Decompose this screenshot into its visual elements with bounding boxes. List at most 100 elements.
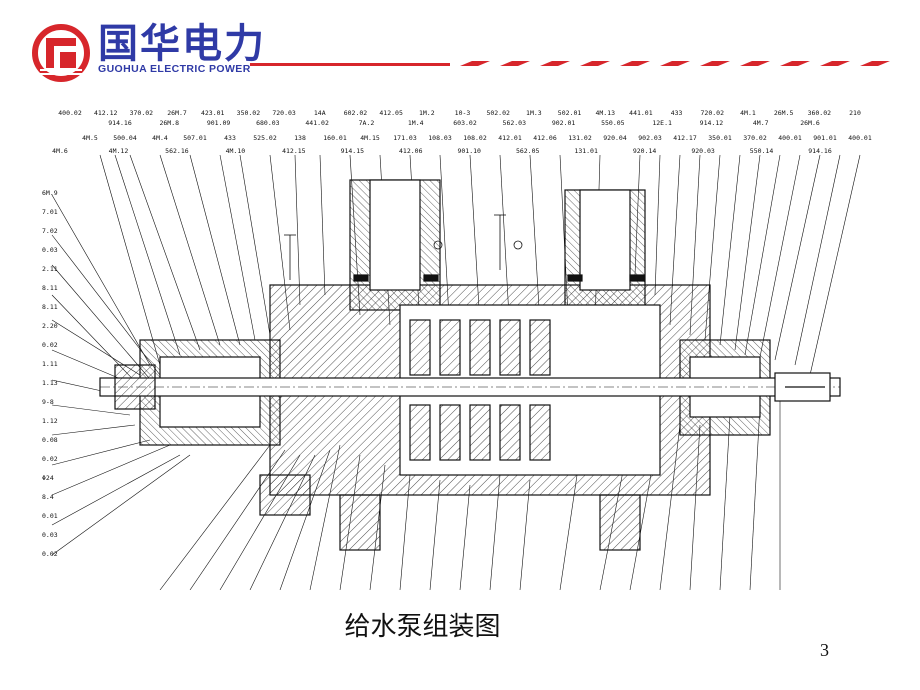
callout-label: 210 — [849, 109, 861, 117]
callout-label: 914.12 — [700, 119, 724, 127]
callout-label: 412.01 — [498, 134, 522, 142]
callout-label: 502.01 — [558, 109, 582, 117]
callout-label: 8.11 — [42, 303, 58, 311]
callout-label: 4M.6 — [52, 147, 68, 155]
callout-label: 14A — [314, 109, 326, 117]
callout-label: 370.02 — [130, 109, 154, 117]
callout-label: 4M.1 — [740, 109, 756, 117]
callout-label: 500.04 — [113, 134, 137, 142]
callout-label: 8.4 — [42, 493, 54, 501]
callout-label: 441.02 — [305, 119, 329, 127]
callout-label: 1.12 — [42, 417, 58, 425]
callout-label: 9-8 — [42, 398, 54, 406]
callout-label: 0.08 — [42, 436, 58, 444]
callout-label: 412.17 — [673, 134, 697, 142]
callout-label: 7.02 — [42, 227, 58, 235]
callout-label: 0.02 — [42, 550, 58, 558]
callout-label: 920.03 — [691, 147, 715, 155]
brand-name-cn: 国华电力 — [98, 21, 266, 67]
callout-label: 4M.10 — [226, 147, 246, 155]
callout-label: 0.03 — [42, 246, 58, 254]
callout-label: 901.01 — [813, 134, 837, 142]
callout-label: 108.02 — [463, 134, 487, 142]
callout-label: 502.02 — [486, 109, 510, 117]
callout-label: 507.01 — [183, 134, 207, 142]
callout-label: 602.02 — [344, 109, 368, 117]
callout-label: 370.02 — [743, 134, 767, 142]
callout-label: 901.09 — [207, 119, 231, 127]
callout-label: 6M.9 — [42, 189, 58, 197]
callout-label: 914.16 — [808, 147, 832, 155]
callout-label: 350.02 — [237, 109, 261, 117]
callout-label: 1.13 — [42, 379, 58, 387]
callout-label: 680.03 — [256, 119, 280, 127]
callout-label: 350.01 — [708, 134, 732, 142]
callout-label: 131.02 — [568, 134, 592, 142]
callout-label: 433 — [224, 134, 236, 142]
callout-label: 0.02 — [42, 455, 58, 463]
callout-label: 4M.7 — [753, 119, 769, 127]
callout-label: 1M.4 — [408, 119, 424, 127]
callout-label: 412.06 — [533, 134, 557, 142]
callout-label: 914.16 — [108, 119, 132, 127]
callout-label: Φ24 — [42, 474, 54, 482]
callout-label: 4M.5 — [82, 134, 98, 142]
callout-label: 2.11 — [42, 265, 58, 273]
callout-label: 131.01 — [574, 147, 598, 155]
callout-label: 914.15 — [341, 147, 365, 155]
callout-label: 920.04 — [603, 134, 627, 142]
callout-label: 26M.5 — [774, 109, 794, 117]
callout-label: 1M.3 — [526, 109, 542, 117]
callout-label: 400.01 — [778, 134, 802, 142]
callout-label: 1M.2 — [419, 109, 435, 117]
callout-label: 920.14 — [633, 147, 657, 155]
callout-label: 108.03 — [428, 134, 452, 142]
callout-label: 562.03 — [503, 119, 527, 127]
brand-name-en: GUOHUA ELECTRIC POWER — [98, 63, 251, 75]
callout-label: 160.01 — [323, 134, 347, 142]
callout-label: 902.01 — [552, 119, 576, 127]
callout-label: 550.05 — [601, 119, 625, 127]
callout-label: 8.11 — [42, 284, 58, 292]
callout-label: 902.03 — [638, 134, 662, 142]
callout-label: 720.03 — [272, 109, 296, 117]
guohua-logo-icon — [32, 24, 90, 82]
callout-label: 2.20 — [42, 322, 58, 330]
header-divider — [250, 61, 890, 66]
callout-label: 433 — [671, 109, 683, 117]
callout-label: 412.12 — [94, 109, 118, 117]
callout-label: 720.02 — [701, 109, 725, 117]
callout-label: 7.01 — [42, 208, 58, 216]
callout-label: 4M.15 — [360, 134, 380, 142]
callout-label: 1.11 — [42, 360, 58, 368]
callout-label: 26M.6 — [800, 119, 820, 127]
callout-label: 7A.2 — [359, 119, 375, 127]
callout-label: 360.02 — [808, 109, 832, 117]
page-number: 3 — [820, 640, 829, 660]
callout-label: 4M.4 — [152, 134, 168, 142]
callout-label: 441.01 — [629, 109, 653, 117]
callout-label: 0.01 — [42, 512, 58, 520]
callout-label: 0.02 — [42, 341, 58, 349]
callout-label: 423.01 — [201, 109, 225, 117]
pump-body — [99, 179, 841, 551]
callout-label: 138 — [294, 134, 306, 142]
callout-label: 901.10 — [457, 147, 481, 155]
callout-label: 550.14 — [750, 147, 774, 155]
callout-label: 4M.12 — [109, 147, 129, 155]
callout-label: 562.05 — [516, 147, 540, 155]
callout-label: 10-3 — [455, 109, 471, 117]
callout-label: 603.02 — [453, 119, 477, 127]
callout-label: 4M.13 — [595, 109, 615, 117]
callout-label: 400.02 — [58, 109, 82, 117]
callout-label: 171.03 — [393, 134, 417, 142]
callout-label: 562.16 — [165, 147, 189, 155]
callout-label: 412.05 — [379, 109, 403, 117]
callout-labels-left: 6M.9 7.01 7.02 0.03 2.11 8.11 8.11 2.20 0.02 1.11… — [42, 189, 58, 558]
fittings — [284, 214, 523, 280]
callout-label: 12E.1 — [652, 119, 672, 127]
callout-label: 26M.8 — [159, 119, 179, 127]
callout-label: 412.15 — [282, 147, 306, 155]
